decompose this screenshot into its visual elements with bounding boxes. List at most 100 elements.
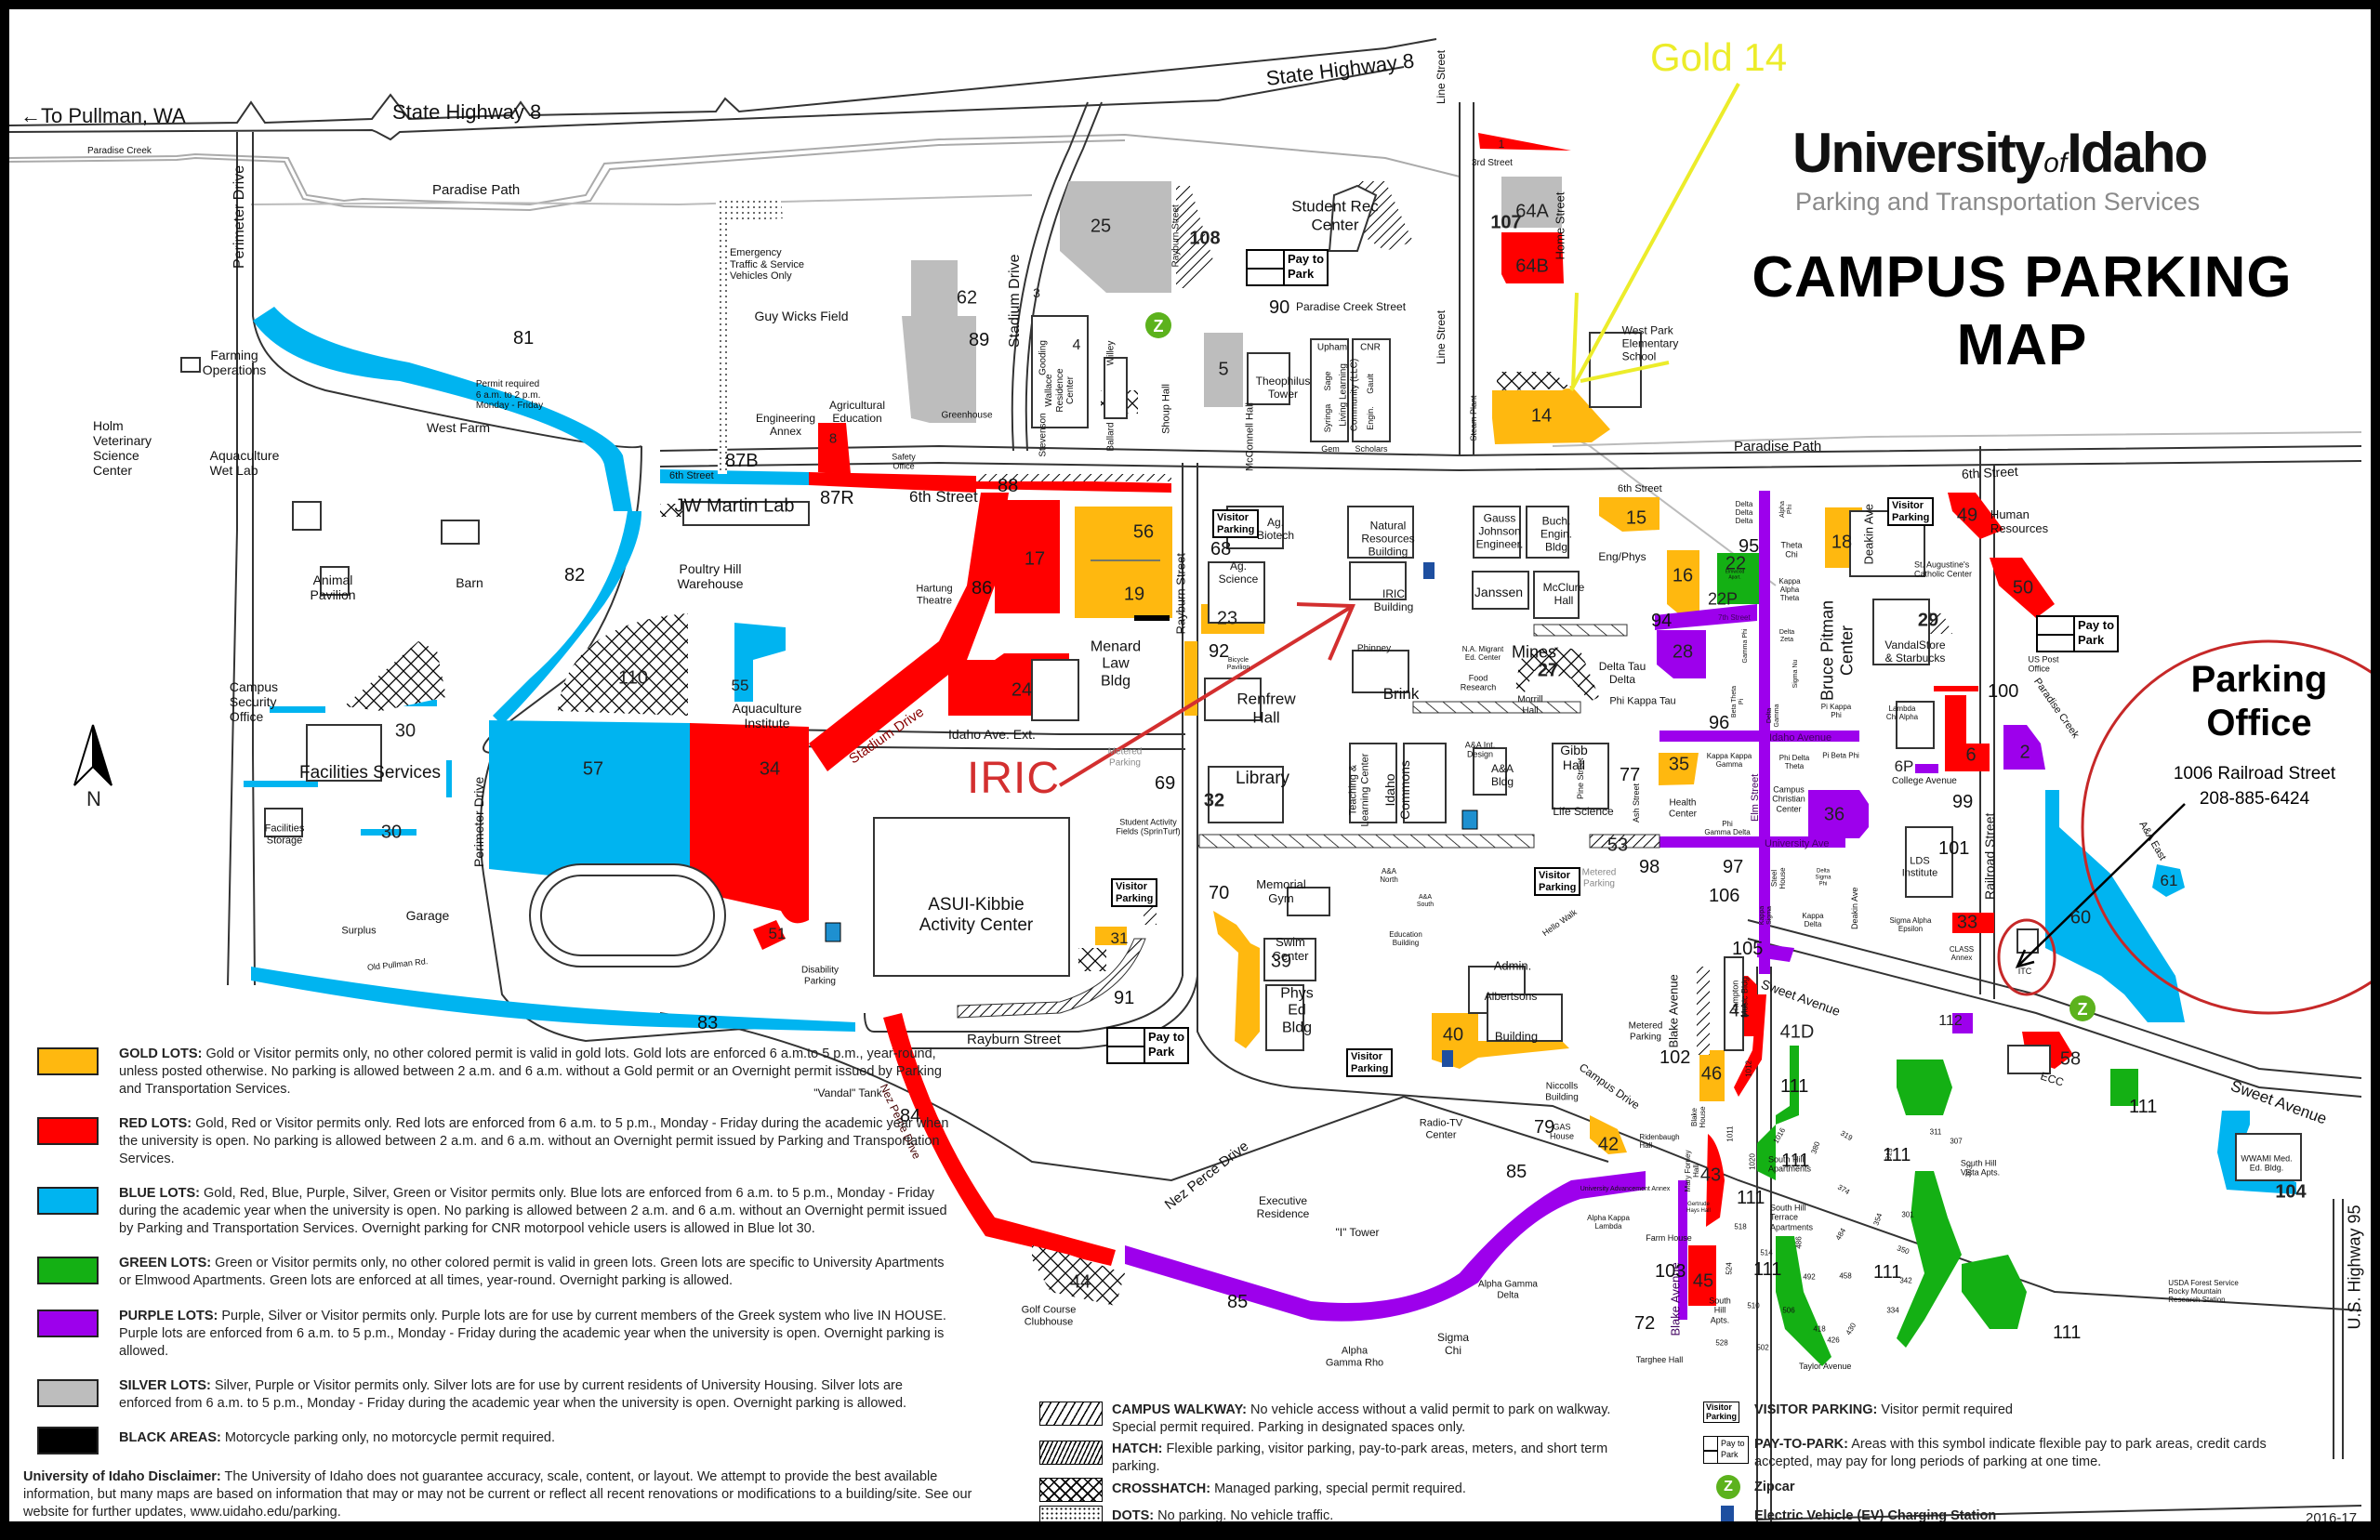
building-mary-forney: Mary Forney Hall xyxy=(1683,1150,1700,1192)
building-natural-resources: Natural Resources Building xyxy=(1361,519,1415,558)
compass-north-label: N xyxy=(86,787,101,810)
lot-4[interactable]: 4 xyxy=(1072,337,1081,353)
lot-110[interactable]: 110 xyxy=(618,667,648,689)
lot-56[interactable]: 56 xyxy=(1132,521,1155,543)
building-na-migrant: N.A. Migrant Ed. Center xyxy=(1461,644,1504,662)
legend-pay-to-park: Pay to Park PAY-TO-PARK: Areas with this… xyxy=(1703,1436,2298,1473)
building-itc[interactable]: ITC xyxy=(2017,966,2032,976)
campus-parking-map: Z Z Gold 14 UniversityofIdaho Parking an… xyxy=(9,9,2371,1521)
building-cnr: CNR xyxy=(1360,342,1381,353)
visitor-parking-tag-2: Visitor Parking xyxy=(1111,878,1158,908)
building-south-hill-apartments: South Hill Apartments xyxy=(1767,1154,1812,1174)
road-number-95: 95 xyxy=(1739,536,1760,557)
lot-36[interactable]: 36 xyxy=(1823,804,1845,825)
lot-34[interactable]: 34 xyxy=(759,758,781,780)
building-usda: USDA Forest Service Rocky Mountain Resea… xyxy=(2168,1279,2239,1305)
lot-55[interactable]: 55 xyxy=(731,677,749,694)
lot-50[interactable]: 50 xyxy=(2012,577,2034,599)
lot-49[interactable]: 49 xyxy=(1956,505,1978,526)
lot-58[interactable]: 58 xyxy=(2059,1048,2082,1070)
purple-swatch xyxy=(37,1310,99,1337)
lot-30-south[interactable]: 30 xyxy=(380,822,403,843)
building-llc: Living Learning Community (LLC) xyxy=(1338,358,1360,432)
lot-19[interactable]: 19 xyxy=(1123,584,1145,605)
lot-57[interactable]: 57 xyxy=(582,758,604,780)
lot-22p[interactable]: 22P xyxy=(1707,589,1739,609)
lot-45[interactable]: 45 xyxy=(1692,1270,1714,1292)
lot-60[interactable]: 60 xyxy=(2069,907,2092,928)
walkway-swatch xyxy=(1039,1402,1103,1426)
lot-43[interactable]: 43 xyxy=(1699,1165,1722,1186)
lot-33[interactable]: 33 xyxy=(1956,912,1978,933)
building-steel-house: Steel House xyxy=(1769,867,1787,889)
lot-41[interactable]: 41 xyxy=(1728,1000,1751,1021)
lot-35[interactable]: 35 xyxy=(1668,754,1690,775)
lot-62[interactable]: 62 xyxy=(956,287,978,309)
lot-39[interactable]: 39 xyxy=(1270,951,1292,972)
hatch-swatch xyxy=(1039,1441,1103,1465)
road-number-90: 90 xyxy=(1269,297,1290,318)
lot-16[interactable]: 16 xyxy=(1672,565,1694,586)
building-syringa: Syringa xyxy=(1322,403,1332,433)
lot-107[interactable]: 107 xyxy=(1490,212,1522,233)
lot-22[interactable]: 22 xyxy=(1725,553,1747,574)
lot-8[interactable]: 8 xyxy=(828,430,838,447)
building-vandalstore: VandalStore & Starbucks xyxy=(1884,638,1946,665)
lot-6p[interactable]: 6P xyxy=(1894,757,1914,775)
lot-104[interactable]: 104 xyxy=(2275,1181,2307,1203)
sixth-street-mid-label: 6th Street xyxy=(1618,483,1662,494)
legend-blue: BLUE LOTS: Gold, Red, Blue, Purple, Silv… xyxy=(26,1185,947,1241)
building-animal-pavilion: Animal Pavilion xyxy=(310,572,356,602)
lot-30-north[interactable]: 30 xyxy=(394,720,416,742)
lot-42[interactable]: 42 xyxy=(1597,1134,1620,1155)
lot-3[interactable]: 3 xyxy=(1033,285,1040,300)
lot-25[interactable]: 25 xyxy=(1090,216,1112,237)
lot-41d[interactable]: 41D xyxy=(1779,1021,1815,1043)
pay-to-park-tag-2: Pay to Park xyxy=(1106,1027,1190,1064)
lot-2[interactable]: 2 xyxy=(2019,742,2030,763)
road-number-111-c: 111 xyxy=(1781,1151,1810,1171)
lot-40[interactable]: 40 xyxy=(1442,1024,1464,1046)
legend-black: BLACK AREAS: Motorcycle parking only, no… xyxy=(26,1425,946,1454)
building-lds-institute: LDS Institute xyxy=(1901,855,1938,878)
lot-27[interactable]: 27 xyxy=(1537,660,1559,681)
lot-15[interactable]: 15 xyxy=(1625,507,1647,529)
lot-61[interactable]: 61 xyxy=(2160,872,2178,889)
lot-18[interactable]: 18 xyxy=(1831,532,1853,553)
building-willey: Willey xyxy=(1105,340,1117,366)
lot-53[interactable]: 53 xyxy=(1606,835,1629,856)
building-beta-theta-pi: Beta Theta Pi xyxy=(1730,685,1745,718)
blake-avenue-north-label: Blake Avenue xyxy=(1666,974,1681,1048)
apt-1011: 1011 xyxy=(1726,1125,1735,1142)
lot-5[interactable]: 5 xyxy=(1218,359,1229,380)
lot-31[interactable]: 31 xyxy=(1110,929,1129,947)
building-kappa-sigma: Kappa Sigma xyxy=(1758,905,1773,926)
lot-32[interactable]: 32 xyxy=(1203,790,1225,811)
lot-6[interactable]: 6 xyxy=(1965,744,1977,766)
building-wwami: WWAMI Med. Ed. Bldg. xyxy=(2241,1153,2293,1173)
lot-51[interactable]: 51 xyxy=(768,925,787,942)
building-farming-ops: Farming Operations xyxy=(202,347,267,377)
lot-64b[interactable]: 64B xyxy=(1515,256,1549,277)
apt-301: 301 xyxy=(1901,1210,1914,1219)
lot-17[interactable]: 17 xyxy=(1024,548,1046,570)
lot-64a[interactable]: 64A xyxy=(1515,201,1549,222)
lot-46[interactable]: 46 xyxy=(1700,1063,1723,1085)
building-albertsons: Albertsons xyxy=(1484,990,1538,1004)
lot-1[interactable]: 1 xyxy=(1498,138,1505,151)
lot-112[interactable]: 112 xyxy=(1938,1013,1963,1029)
building-asui-kibbie: ASUI-Kibbie Activity Center xyxy=(919,895,1034,935)
lot-108[interactable]: 108 xyxy=(1189,228,1221,249)
legend-walkway: CAMPUS WALKWAY: No vehicle access withou… xyxy=(1039,1402,1634,1439)
lot-29[interactable]: 29 xyxy=(1917,610,1939,631)
building-education: Education Building xyxy=(1389,929,1422,947)
building-iric[interactable]: IRIC Building xyxy=(1373,587,1414,613)
building-phi-gamma-delta: Phi Gamma Delta xyxy=(1704,819,1751,836)
lot-44[interactable]: 44 xyxy=(1069,1271,1091,1293)
lot-28[interactable]: 28 xyxy=(1672,641,1694,663)
lot-24[interactable]: 24 xyxy=(1011,679,1033,701)
lot-14[interactable]: 14 xyxy=(1530,405,1553,427)
building-library: Library xyxy=(1235,769,1290,789)
parking-office-phone: 208-885-6424 xyxy=(2199,788,2310,809)
lot-23[interactable]: 23 xyxy=(1216,608,1238,629)
